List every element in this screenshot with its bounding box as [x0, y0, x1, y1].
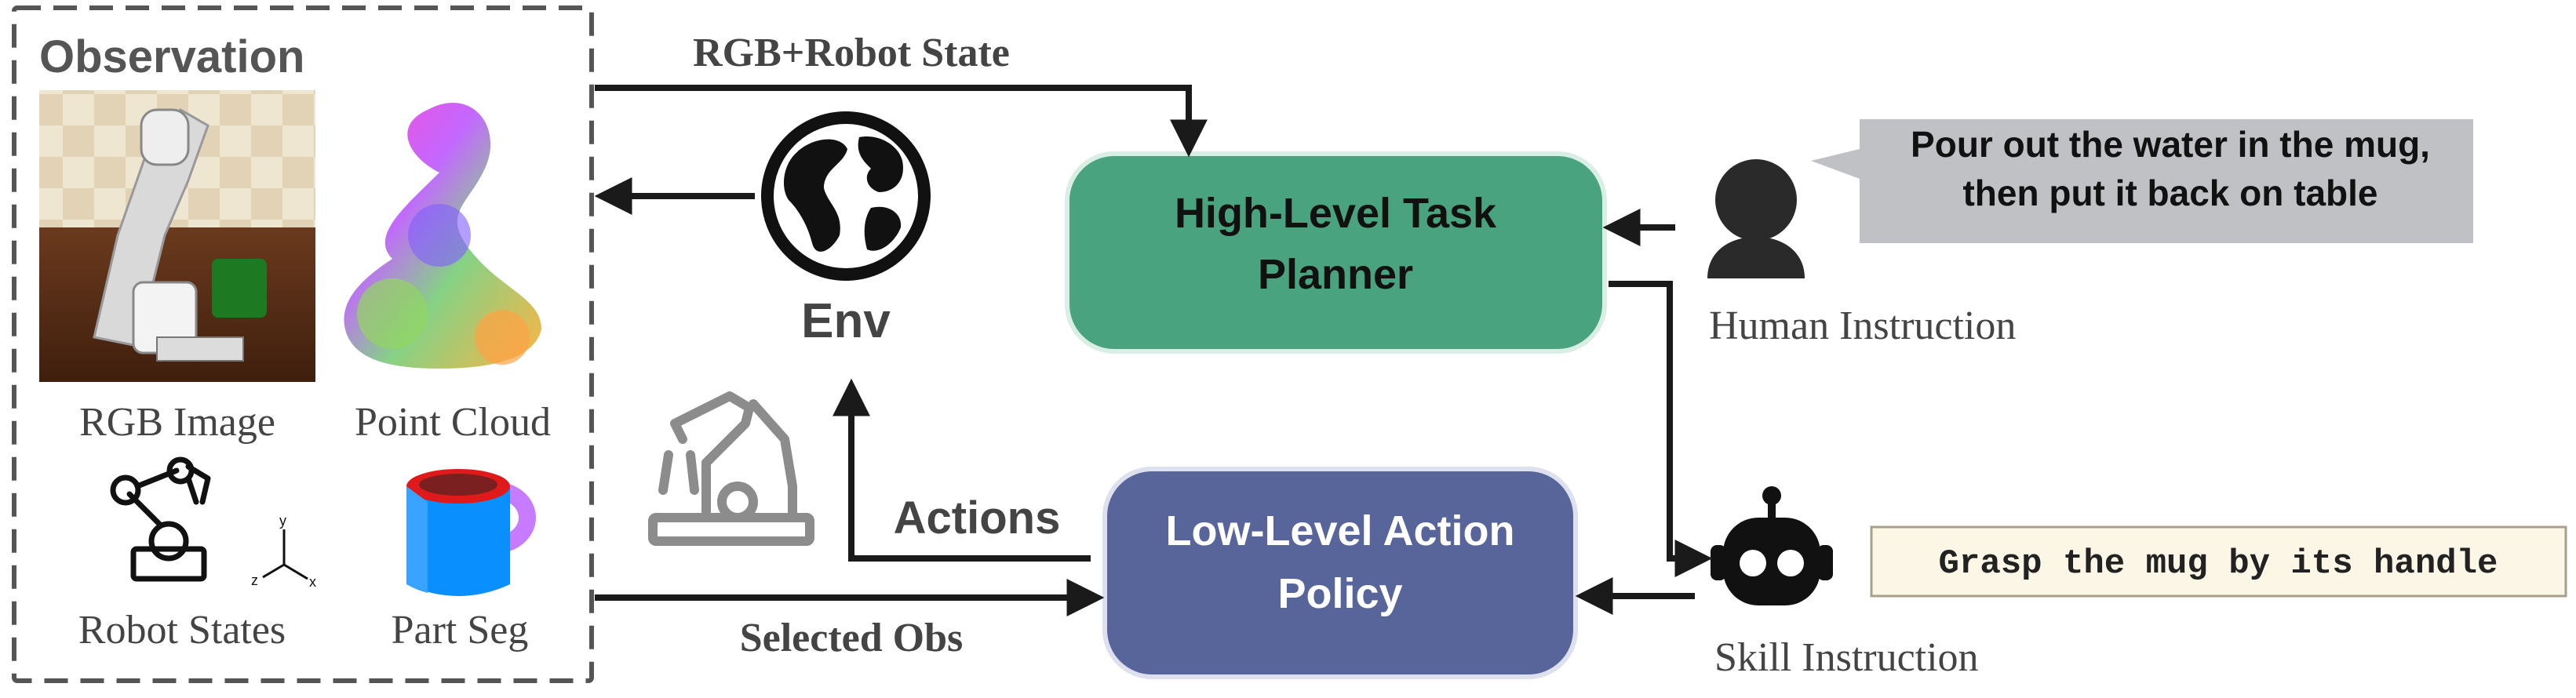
- observation-panel: [12, 5, 594, 683]
- arrows: [594, 85, 1713, 616]
- speech-line2: then put it back on table: [1962, 173, 2377, 213]
- part-seg-mug: [406, 469, 536, 596]
- axis-y-label: y: [279, 513, 286, 529]
- point-cloud-label: Point Cloud: [355, 400, 551, 445]
- industrial-robot-icon: [648, 391, 814, 546]
- part-seg-label: Part Seg: [392, 608, 529, 653]
- policy-label-line1: Low-Level Action: [1165, 507, 1514, 554]
- person-icon: [1707, 159, 1805, 278]
- rgb-image-label: RGB Image: [79, 400, 275, 445]
- point-cloud: [344, 102, 541, 369]
- axis-z-label: z: [251, 573, 258, 588]
- robot-arm-icon: [110, 456, 211, 582]
- robot-head-icon: [1711, 486, 1833, 605]
- speech-line1: Pour out the water in the mug,: [1911, 124, 2430, 165]
- edge-label-actions: Actions: [894, 493, 1061, 543]
- axis-x-label: x: [309, 574, 316, 590]
- policy-label-line2: Policy: [1277, 570, 1402, 617]
- arrow-rgb-robot-state: [595, 85, 1208, 158]
- high-level-planner-box: [1065, 151, 1607, 354]
- globe-icon: [761, 111, 931, 281]
- human-instruction-caption: Human Instruction: [1709, 304, 2016, 348]
- skill-instruction-box: [1870, 525, 2567, 598]
- speech-bubble: [1811, 119, 2473, 243]
- skill-instruction-text: Grasp the mug by its handle: [1939, 544, 2498, 583]
- rgb-image: [39, 90, 315, 382]
- edge-label-selected-obs: Selected Obs: [740, 616, 964, 660]
- env-label: Env: [801, 294, 891, 348]
- arrow-planner-to-skill: [1609, 281, 1713, 577]
- axes-icon: [262, 529, 308, 580]
- observation-title: Observation: [39, 31, 304, 82]
- planner-label-line1: High-Level Task: [1175, 190, 1497, 237]
- edge-label-rgb-robot-state: RGB+Robot State: [693, 31, 1010, 75]
- skill-instruction-caption: Skill Instruction: [1714, 635, 1979, 680]
- planner-label-line2: Planner: [1258, 251, 1413, 298]
- robot-states-label: Robot States: [78, 608, 286, 653]
- arrow-actions: [833, 378, 1091, 562]
- low-level-policy-box: [1102, 467, 1578, 679]
